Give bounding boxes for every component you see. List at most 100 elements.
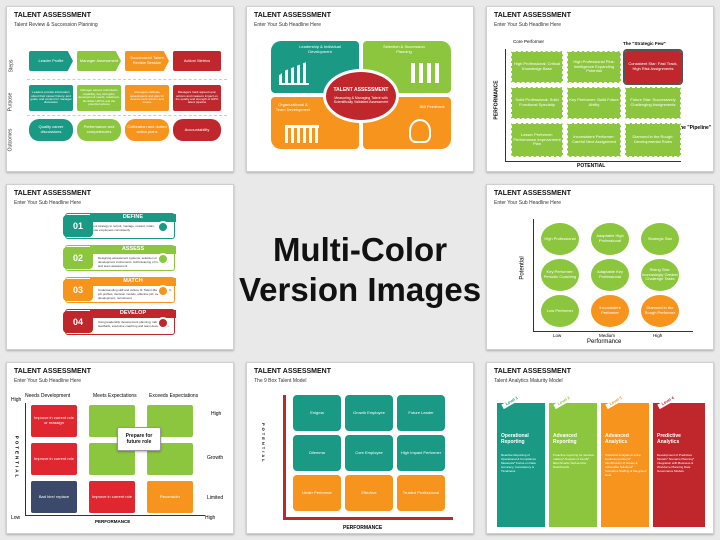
core-label: Core Performer: [513, 39, 545, 44]
center-title: TALENT ASSESSMENT: [333, 87, 389, 94]
row-label-outcomes: Outcomes: [7, 128, 14, 152]
assess-icon: [157, 253, 169, 265]
y-high-label: High: [11, 397, 22, 403]
grid-cell: Consistent Star: Fast Track, High Risk A…: [623, 49, 683, 85]
y-axis-label: POTENTIAL: [14, 435, 20, 480]
level-3-column: Level 3 Advanced Analytics Statistical a…: [601, 393, 649, 527]
slide-title: TALENT ASSESSMENT: [254, 368, 332, 375]
step-succession-review: Succession/ Talent Review Session: [125, 51, 169, 71]
slide-title: TALENT ASSESSMENT: [494, 190, 572, 197]
level-text: Statistical analysis to solve business p…: [605, 453, 647, 477]
matrix-cell: Bad hire/ replace: [31, 481, 77, 513]
step-text: Understanding skill and culture fit. Tal…: [98, 288, 172, 300]
grid-cell: Inconsistent Performer: Careful Next Ass…: [567, 123, 621, 157]
grid-cell: Solid Professional: Solid Functional Spe…: [511, 87, 563, 119]
slide-define-develop[interactable]: TALENT ASSESSMENT Enter Your Sub Headlin…: [6, 184, 234, 350]
nine-box-cell: Under Performer: [293, 475, 341, 511]
x-tick-high: High: [653, 333, 663, 338]
y-axis-label: Potential: [519, 256, 526, 280]
people-row-icon: [411, 63, 443, 83]
pipeline-label: The "Pipeline": [677, 125, 712, 131]
potential-circle: Inconsistent Performer: [591, 295, 629, 327]
outcome-1: Quality career discussions: [29, 119, 73, 141]
step-label: DEVELOP: [90, 310, 176, 318]
slide-title: TALENT ASSESSMENT: [494, 12, 572, 19]
slide-title: TALENT ASSESSMENT: [14, 12, 92, 19]
version-heading: Multi-Color Version Images: [238, 188, 482, 352]
row-label-steps: Steps: [8, 59, 15, 73]
y-axis: [25, 403, 26, 515]
step-num-03: 03: [63, 279, 93, 301]
head-gears-icon: [409, 119, 431, 143]
outcome-4: Accountability: [173, 119, 221, 141]
slide-potential-circles[interactable]: TALENT ASSESSMENT Enter Your Sub Headlin…: [486, 184, 714, 350]
x-axis: [505, 161, 681, 162]
step-leader-profile: Leader Profile: [29, 51, 73, 71]
heading-line-1: Multi-Color: [272, 230, 448, 268]
outcome-3: Calibration and dotted action plans: [125, 119, 169, 141]
slide-subtitle: The 9 Box Talent Model: [254, 378, 307, 384]
purpose-1: Leaders provide information about their …: [29, 85, 73, 111]
grid-cell: High Professional Plus: Intelligence Exp…: [567, 51, 621, 83]
col-label: Needs Development: [25, 393, 71, 399]
grid-cell: Future Star: Successively Challenging As…: [625, 87, 681, 119]
outcome-2: Performance and competencies: [77, 119, 121, 141]
purpose-4: Managers track agreed upon actions and m…: [173, 85, 221, 111]
nine-box-cell: Core Employee: [345, 435, 393, 471]
col-label: Exceeds Expectations: [149, 393, 199, 399]
level-4-column: Level 4 Predictive Analytics Development…: [653, 393, 705, 527]
x-axis-label: Performance: [587, 339, 622, 345]
nine-box-cell: Trusted Professional: [397, 475, 445, 511]
x-axis: [25, 515, 205, 516]
x-tick-low: Low: [553, 333, 562, 338]
matrix-cell: Reconsider: [147, 481, 193, 513]
level-text: Reactive Reporting of Operational & Comp…: [501, 453, 537, 473]
potential-circle: Key Performer: Periodic Coaching: [541, 259, 579, 291]
slide-title: TALENT ASSESSMENT: [254, 12, 332, 19]
level-name: Advanced Reporting: [553, 433, 577, 445]
step-num-02: 02: [63, 247, 93, 269]
heading-line-2: Version Images: [238, 271, 482, 308]
row-label-purpose: Purpose: [7, 92, 14, 112]
slide-analytics-maturity[interactable]: TALENT ASSESSMENT Talent Analytics Matur…: [486, 362, 714, 534]
strategic-label: The "Strategic Few": [623, 41, 666, 46]
match-icon: [157, 285, 169, 297]
slide-assessment-quadrants[interactable]: TALENT ASSESSMENT Enter Your Sub Headlin…: [246, 6, 474, 172]
slide-title: TALENT ASSESSMENT: [14, 368, 92, 375]
slide-subtitle: Enter Your Sub Headline Here: [14, 200, 81, 206]
center-badge: TALENT ASSESSMENT Measuring & Managing T…: [323, 69, 399, 123]
step-label: MATCH: [90, 278, 176, 286]
prepare-future-callout: Prepare for future role: [117, 427, 161, 451]
y-low-label: Low: [11, 515, 21, 521]
potential-circle: Adaptable Key Professional: [591, 259, 629, 291]
row-label: Limited: [207, 495, 224, 501]
level-name: Predictive Analytics: [657, 433, 681, 445]
slide-title: TALENT ASSESSMENT: [14, 190, 92, 197]
slide-talent-review[interactable]: TALENT ASSESSMENT Talent Review & Succes…: [6, 6, 234, 172]
level-tag: Level 2: [553, 393, 575, 409]
y-axis-label: POTENTIAL: [261, 423, 266, 464]
slide-subtitle: Enter Your Sub Headline Here: [494, 200, 561, 206]
potential-circle: Rising Star: Increasingly Greater Challe…: [641, 259, 679, 291]
slide-subtitle: Talent Review & Succession Planning: [14, 22, 98, 28]
x-axis-label: PERFORMANCE: [95, 519, 131, 524]
slide-needs-development[interactable]: TALENT ASSESSMENT Enter Your Sub Headlin…: [6, 362, 234, 534]
level-2-column: Level 2 Advanced Reporting Proactive rep…: [549, 393, 597, 527]
center-text: Measuring & Managing Talent with Scienti…: [333, 95, 389, 104]
slide-nine-box[interactable]: TALENT ASSESSMENT The 9 Box Talent Model…: [246, 362, 474, 534]
purpose-3: Managers calibrate assessments and plan …: [125, 85, 169, 111]
slide-subtitle: Enter Your Sub Headline Here: [254, 22, 321, 28]
level-1-column: Level 1 Operational Reporting Reactive R…: [497, 393, 545, 527]
step-num-01: 01: [63, 215, 93, 237]
level-tag: Level 1: [501, 393, 523, 409]
step-label: DEFINE: [90, 214, 176, 222]
y-axis-label: PERFORMANCE: [493, 80, 500, 120]
level-tag: Level 3: [605, 393, 627, 409]
nine-box-cell: Enigma: [293, 395, 341, 431]
x-axis-label: POTENTIAL: [577, 163, 606, 169]
purpose-2: Manager assess individual's capability, …: [77, 85, 121, 111]
grid-cell: Diamond in the Rough: Developmental Role…: [625, 123, 681, 157]
quad-leadership: Leadership & Individual Development: [271, 41, 359, 93]
matrix-cell: Improve in current role: [89, 481, 135, 513]
slide-performance-grid[interactable]: TALENT ASSESSMENT Enter Your Sub Headlin…: [486, 6, 714, 172]
